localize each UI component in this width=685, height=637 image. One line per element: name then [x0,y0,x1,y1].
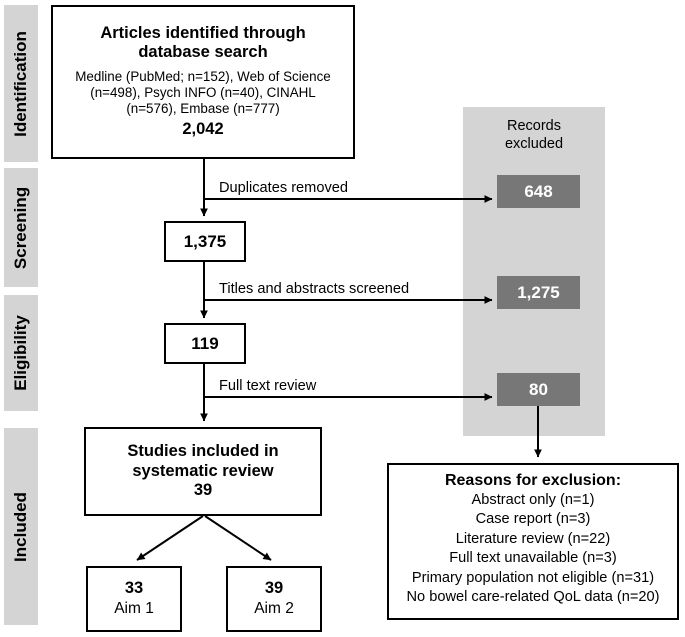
stage-band-identification: Identification [4,5,38,162]
identification-box: Articles identified through database sea… [51,5,355,159]
aim1-box: 33 Aim 1 [86,566,182,632]
aim2-label: Aim 2 [254,600,294,618]
reason-item: Literature review (n=22) [455,530,611,547]
stage-label-screening: Screening [11,186,30,269]
reason-item: Case report (n=3) [475,511,591,528]
identification-sources-line1: Medline (PubMed; n=152), Web of Science [75,68,331,84]
records-excluded-header: Records excluded [463,117,605,153]
stage-band-screening: Screening [4,168,38,287]
included-count: 39 [193,480,213,499]
included-line2: systematic review [132,461,274,480]
arrow-label-full-text-review: Full text review [219,378,317,394]
stage-band-eligibility: Eligibility [4,295,38,411]
identification-title-line1: Articles identified through [100,24,306,43]
identification-sources-line2: (n=498), Psych INFO (n=40), CINAHL [90,84,316,100]
eligibility-count-box: 119 [164,323,246,364]
included-studies-box: Studies included in systematic review 39 [84,427,322,516]
reason-item: Primary population not eligible (n=31) [411,569,655,586]
identification-sources-line3: (n=576), Embase (n=777) [126,100,280,116]
stage-label-included: Included [11,491,30,562]
included-line1: Studies included in [127,442,279,461]
arrow-label-titles-abstracts-screened: Titles and abstracts screened [219,281,410,297]
excluded-count-full-text: 80 [497,373,580,406]
aim2-box: 39 Aim 2 [226,566,322,632]
stage-label-identification: Identification [11,30,30,137]
screening-count: 1,375 [183,231,227,251]
stage-band-included: Included [4,428,38,625]
records-excluded-header-line2: excluded [504,136,564,153]
reason-item: No bowel care-related QoL data (n=20) [406,589,660,606]
reasons-title: Reasons for exclusion: [444,472,622,489]
identification-total-count: 2,042 [182,119,224,138]
records-excluded-header-line1: Records [507,118,561,134]
aim2-count: 39 [264,579,284,598]
reasons-for-exclusion-box: Reasons for exclusion: Abstract only (n=… [387,463,679,620]
excluded-count-duplicates: 648 [497,175,580,208]
reasons-list: Abstract only (n=1) Case report (n=3) Li… [407,491,660,608]
arrow-label-duplicates-removed: Duplicates removed [219,180,348,196]
stage-label-eligibility: Eligibility [11,315,30,391]
reason-item: Abstract only (n=1) [471,492,595,508]
aim1-label: Aim 1 [114,600,154,618]
screening-count-box: 1,375 [164,221,246,262]
reason-item: Full text unavailable (n=3) [449,550,617,567]
excluded-count-titles-abstracts: 1,275 [497,276,580,309]
aim1-count: 33 [124,579,144,598]
eligibility-count: 119 [191,333,219,353]
identification-title-line2: database search [138,43,268,62]
